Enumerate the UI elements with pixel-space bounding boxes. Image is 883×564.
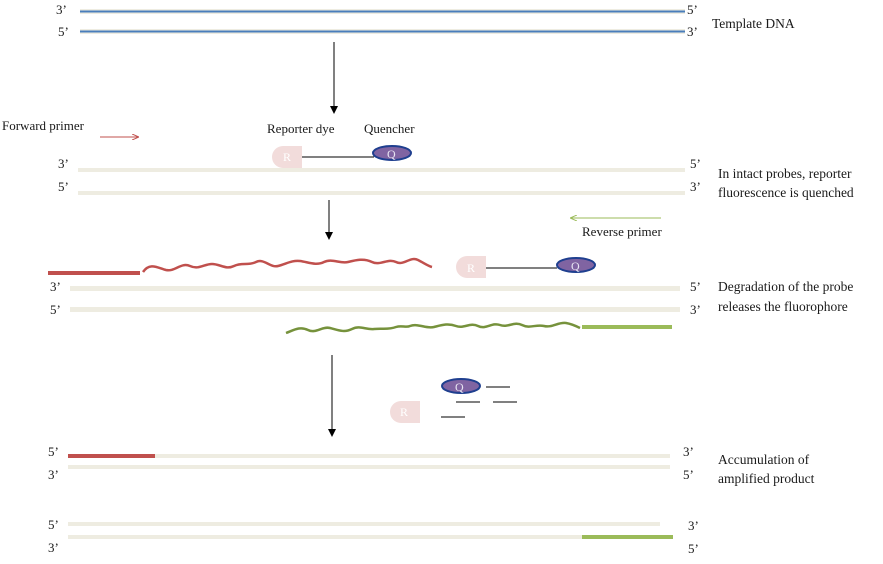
reporter-dye-marker	[272, 146, 302, 168]
template-dna-stage: 3’ 5’ 5’ 3’ Template DNA	[56, 2, 795, 39]
intact-top-right-end: 5’	[690, 156, 701, 171]
intact-top-strand	[78, 168, 685, 172]
released-quencher-letter: Q	[455, 380, 464, 394]
product1-forward-primer	[68, 454, 155, 458]
degradation-top-left-end: 3’	[50, 279, 61, 294]
released-quencher-marker	[441, 378, 481, 394]
intact-bottom-strand	[78, 191, 685, 195]
degradation-top-strand	[70, 286, 680, 291]
released-reporter-marker	[390, 401, 420, 423]
degradation-top-right-end: 5’	[690, 279, 701, 294]
template-dna-caption: Template DNA	[712, 16, 795, 31]
displaced-reporter-marker	[456, 256, 486, 278]
accumulation-caption-line-1: Accumulation of	[718, 452, 810, 467]
product2-top-strand	[68, 522, 660, 526]
product2-top-right-end: 3’	[688, 518, 699, 533]
product2-bottom-strand	[68, 535, 673, 539]
degradation-bottom-right-end: 3’	[690, 302, 701, 317]
displaced-probe: R Q	[456, 256, 596, 278]
released-reporter-letter: R	[400, 405, 408, 419]
degradation-caption-line-2: releases the fluorophore	[718, 299, 848, 314]
quencher-label: Quencher	[364, 121, 415, 136]
template-bottom-left-end: 5’	[58, 24, 69, 39]
displaced-quencher-marker	[556, 257, 596, 273]
product2-top-left-end: 5’	[48, 517, 59, 532]
intact-bottom-left-end: 5’	[58, 179, 69, 194]
reporter-dye-label: Reporter dye	[267, 121, 335, 136]
product2-bottom-right-end: 5’	[688, 541, 699, 556]
quencher-marker	[372, 145, 412, 161]
product1-top-right-end: 3’	[683, 444, 694, 459]
degradation-caption-line-1: Degradation of the probe	[718, 279, 853, 294]
accumulation-caption-line-2: amplified product	[718, 471, 815, 486]
product2-reverse-primer	[582, 535, 673, 539]
intact-bottom-right-end: 3’	[690, 179, 701, 194]
template-top-right-end: 5’	[687, 2, 698, 17]
released-fragments: Q R	[390, 378, 517, 423]
product1-top-strand	[68, 454, 670, 458]
template-bottom-right-end: 3’	[687, 24, 698, 39]
template-top-left-end: 3’	[56, 2, 67, 17]
reverse-extension-strand	[285, 321, 581, 335]
reporter-dye-letter: R	[283, 150, 291, 164]
product1-bottom-left-end: 3’	[48, 467, 59, 482]
product1-bottom-right-end: 5’	[683, 467, 694, 482]
degradation-bottom-left-end: 5’	[50, 302, 61, 317]
intact-caption-line-1: In intact probes, reporter	[718, 166, 852, 181]
degradation-stage: Reverse primer R Q 3’ 5’ 5’ 3’ Degradati…	[48, 218, 853, 335]
reverse-primer-bound	[582, 325, 672, 329]
intact-probe: R Q	[272, 145, 412, 168]
forward-primer-bound	[48, 271, 140, 275]
forward-primer-label: Forward primer	[2, 118, 85, 133]
displaced-quencher-letter: Q	[571, 259, 580, 273]
product2-bottom-left-end: 3’	[48, 540, 59, 555]
intact-probe-stage: Forward primer Reporter dye Quencher R Q…	[2, 118, 854, 200]
intact-top-left-end: 3’	[58, 156, 69, 171]
degradation-bottom-strand	[70, 307, 680, 312]
product1-bottom-strand	[68, 465, 670, 469]
reverse-primer-label: Reverse primer	[582, 224, 662, 239]
intact-caption-line-2: fluorescence is quenched	[718, 185, 854, 200]
accumulation-stage: 5’ 3’ 3’ 5’ 5’ 3’ 3’ 5’ Accumulation of …	[48, 444, 815, 556]
forward-extension-strand	[141, 257, 433, 273]
product1-top-left-end: 5’	[48, 444, 59, 459]
displaced-reporter-letter: R	[467, 261, 475, 275]
quencher-letter: Q	[387, 147, 396, 161]
